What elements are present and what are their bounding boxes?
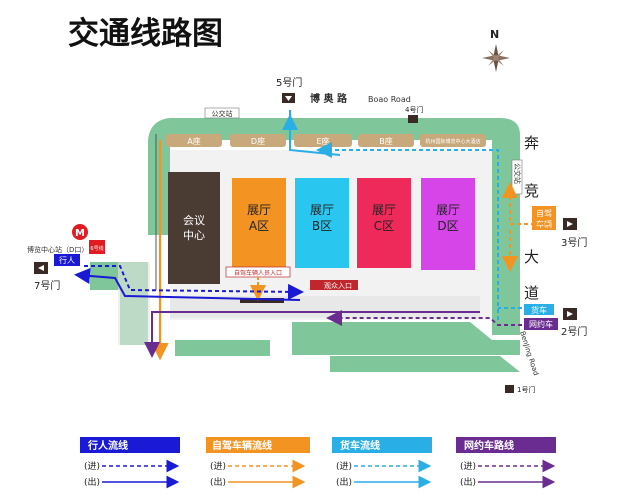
svg-text:网约车: 网约车 bbox=[529, 319, 553, 329]
legend: 行人流线 (进) (出) 自驾车辆流线 (进) (出) 货车流线 (进) (出)… bbox=[80, 437, 556, 489]
svg-text:网约车路线: 网约车路线 bbox=[464, 439, 514, 452]
svg-text:公交站: 公交站 bbox=[513, 163, 522, 184]
hall-c: 展厅 C区 bbox=[357, 178, 411, 268]
svg-text:大: 大 bbox=[524, 248, 539, 266]
gate-5: 5号门 bbox=[276, 76, 302, 103]
top-buildings: A座 D座 E座 B座 杭州国际博览中心大酒店 bbox=[166, 134, 486, 147]
metro-station-label: 博览中心站（D口） bbox=[27, 245, 88, 254]
self-drive-route bbox=[151, 140, 556, 361]
svg-text:(进): (进) bbox=[84, 461, 100, 472]
svg-text:(进): (进) bbox=[460, 461, 476, 472]
east-road-cn: 奔 竞 大 道 bbox=[524, 134, 539, 302]
svg-text:展厅: 展厅 bbox=[310, 203, 334, 217]
svg-text:B区: B区 bbox=[312, 219, 332, 233]
svg-text:杭州国际博览中心大酒店: 杭州国际博览中心大酒店 bbox=[425, 138, 480, 145]
rideshare-label: 网约车 bbox=[524, 318, 558, 330]
bus-stop-right: 公交站 bbox=[511, 159, 523, 195]
svg-text:自驾车辆人员入口: 自驾车辆人员入口 bbox=[234, 269, 282, 277]
svg-text:M: M bbox=[75, 228, 85, 239]
svg-text:自驾车辆流线: 自驾车辆流线 bbox=[212, 439, 272, 452]
gate-1: 1号门 bbox=[505, 385, 535, 394]
legend-self-drive: 自驾车辆流线 (进) (出) bbox=[206, 437, 310, 489]
svg-text:(出): (出) bbox=[460, 476, 476, 488]
svg-text:E座: E座 bbox=[316, 136, 329, 146]
svg-text:(出): (出) bbox=[84, 476, 100, 488]
pedestrian-label: 行人 bbox=[54, 254, 80, 266]
north-road-cn: 博 奥 路 bbox=[310, 92, 348, 105]
legend-truck: 货车流线 (进) (出) bbox=[332, 437, 432, 489]
gate-4: 4号门 bbox=[405, 105, 423, 123]
legend-pedestrian: 行人流线 (进) (出) bbox=[80, 437, 180, 489]
metro-icon: M 6号线 bbox=[72, 224, 105, 254]
truck-route bbox=[282, 110, 522, 320]
hall-d: 展厅 D区 bbox=[421, 178, 475, 270]
gate-2: 2号门 bbox=[561, 308, 587, 338]
svg-text:2号门: 2号门 bbox=[561, 325, 587, 338]
svg-text:行人流线: 行人流线 bbox=[87, 439, 128, 452]
svg-text:(进): (进) bbox=[210, 461, 226, 472]
truck-label: 货车 bbox=[524, 304, 554, 315]
svg-text:A座: A座 bbox=[187, 136, 200, 146]
svg-text:(进): (进) bbox=[336, 461, 352, 472]
visitor-entry-label: 观众入口 bbox=[310, 280, 358, 290]
svg-text:竞: 竞 bbox=[524, 182, 539, 200]
hall-b: 展厅 B区 bbox=[295, 178, 349, 268]
svg-text:中心: 中心 bbox=[183, 229, 205, 242]
pedestrian-route bbox=[74, 265, 304, 301]
north-road-en: Boao Road bbox=[368, 95, 411, 104]
svg-text:展厅: 展厅 bbox=[372, 203, 396, 217]
svg-text:车辆: 车辆 bbox=[536, 219, 552, 229]
svg-text:N: N bbox=[490, 28, 499, 41]
svg-text:D座: D座 bbox=[251, 136, 265, 146]
svg-text:C区: C区 bbox=[374, 219, 394, 233]
svg-text:奔: 奔 bbox=[524, 134, 539, 152]
svg-text:D区: D区 bbox=[437, 219, 458, 233]
bus-stop-top: 公交站 bbox=[204, 107, 240, 119]
svg-text:会议: 会议 bbox=[183, 214, 205, 227]
self-drive-label: 自驾 车辆 bbox=[532, 206, 556, 230]
svg-text:行人: 行人 bbox=[59, 255, 75, 265]
svg-text:货车: 货车 bbox=[531, 305, 547, 315]
svg-text:展厅: 展厅 bbox=[436, 203, 460, 217]
svg-text:(出): (出) bbox=[336, 476, 352, 488]
svg-text:自驾: 自驾 bbox=[536, 208, 552, 218]
svg-text:(出): (出) bbox=[210, 476, 226, 488]
hall-a: 展厅 A区 bbox=[232, 178, 286, 268]
svg-text:3号门: 3号门 bbox=[561, 236, 587, 249]
svg-text:1号门: 1号门 bbox=[517, 385, 535, 394]
svg-text:公交站: 公交站 bbox=[212, 109, 233, 118]
svg-text:道: 道 bbox=[524, 284, 539, 302]
gate-3: 3号门 bbox=[561, 218, 587, 249]
svg-text:5号门: 5号门 bbox=[276, 76, 302, 89]
map-title: 交通线路图 bbox=[68, 16, 223, 52]
svg-text:6号线: 6号线 bbox=[90, 245, 103, 252]
svg-text:货车流线: 货车流线 bbox=[340, 439, 380, 452]
svg-text:A区: A区 bbox=[249, 219, 269, 233]
svg-text:B座: B座 bbox=[379, 136, 393, 146]
compass-icon: N bbox=[482, 28, 510, 72]
svg-text:展厅: 展厅 bbox=[247, 203, 271, 217]
rideshare-route bbox=[144, 310, 522, 358]
svg-text:7号门: 7号门 bbox=[34, 279, 60, 292]
svg-text:观众入口: 观众入口 bbox=[324, 282, 352, 290]
conference-center: 会议 中心 bbox=[168, 172, 220, 284]
svg-text:4号门: 4号门 bbox=[405, 105, 423, 114]
east-road-en: BenJing Road bbox=[518, 330, 540, 376]
legend-rideshare: 网约车路线 (进) (出) bbox=[456, 437, 556, 489]
gate-7: 7号门 bbox=[34, 262, 60, 292]
